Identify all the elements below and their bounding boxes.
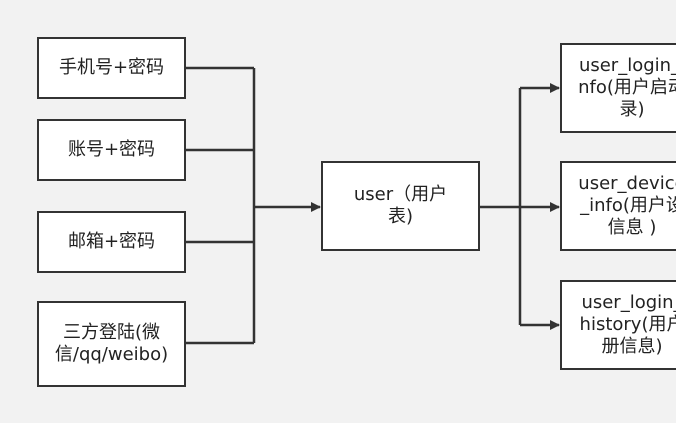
source-label: 手机号+密码 [58, 57, 165, 78]
target-label: user_login_info(用户启动录) [578, 55, 676, 120]
source-label: 账号+密码 [67, 139, 156, 160]
target-box-user-login-history: user_login_history(用户册信息) [560, 280, 676, 370]
source-label: 三方登陆(微信/qq/weibo) [54, 322, 169, 365]
source-box-third-party-login: 三方登陆(微信/qq/weibo) [37, 301, 186, 387]
target-label: user_device_info(用户设信息 ) [578, 173, 676, 238]
target-label: user_login_history(用户册信息) [579, 292, 676, 357]
center-box-user-table: user（用户表) [321, 161, 480, 251]
source-box-account-password: 账号+密码 [37, 119, 186, 181]
target-box-user-login-info: user_login_info(用户启动录) [560, 43, 676, 133]
source-box-phone-password: 手机号+密码 [37, 37, 186, 99]
source-label: 邮箱+密码 [67, 231, 156, 252]
center-label: user（用户表) [353, 184, 448, 227]
source-box-email-password: 邮箱+密码 [37, 211, 186, 273]
target-box-user-device-info: user_device_info(用户设信息 ) [560, 161, 676, 251]
